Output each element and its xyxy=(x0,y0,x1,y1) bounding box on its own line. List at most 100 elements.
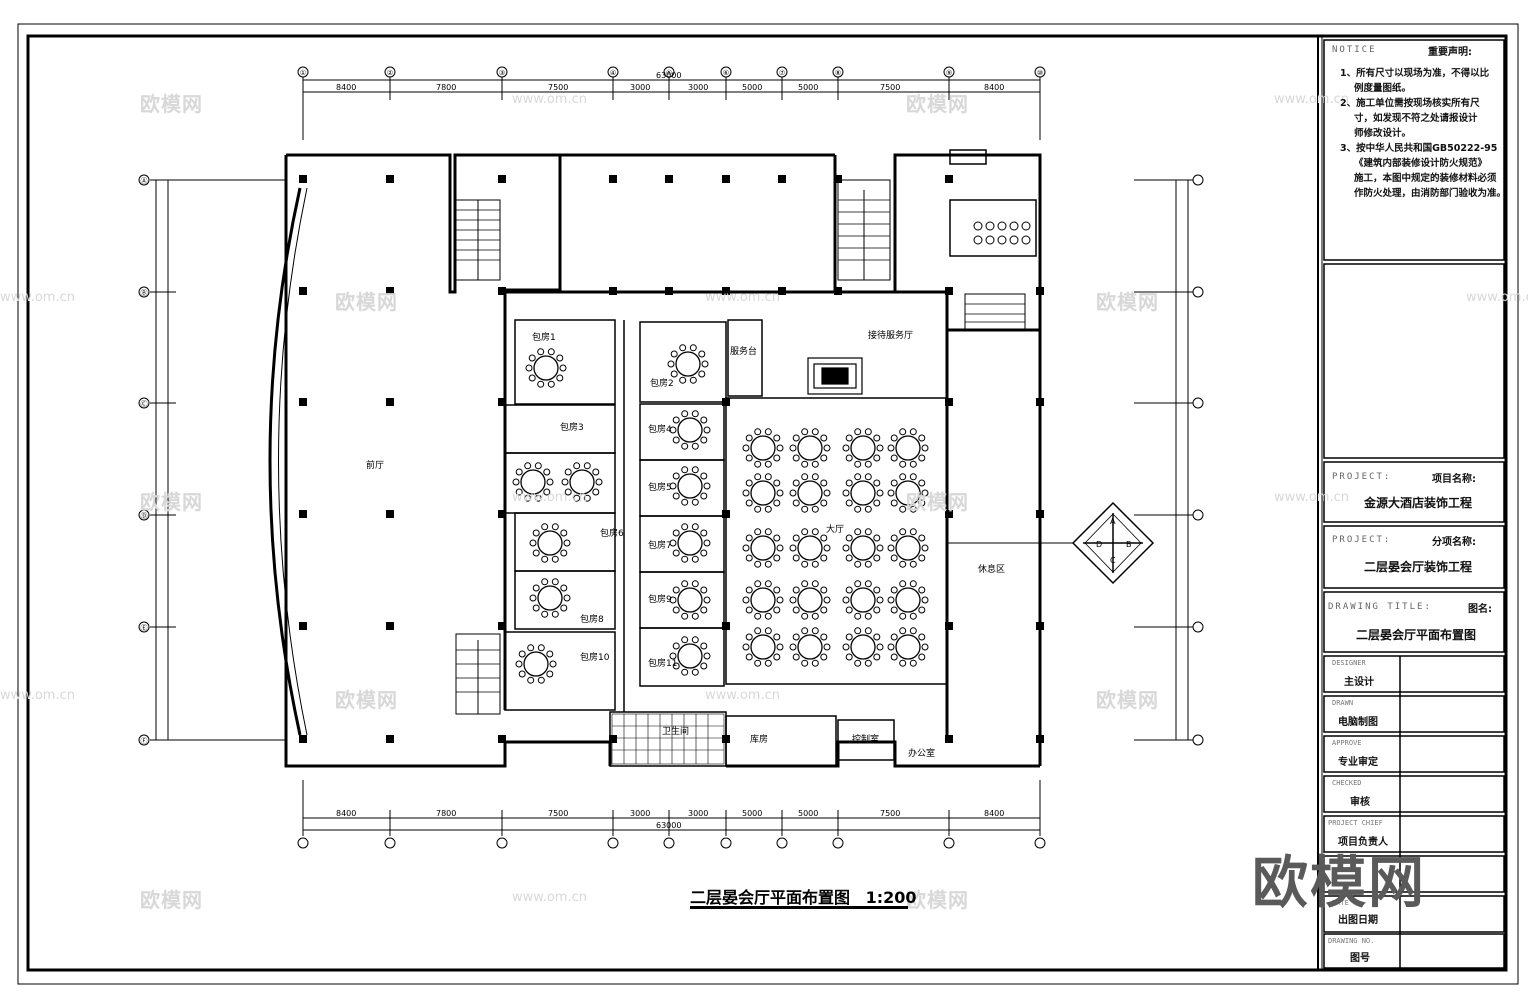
watermark-logo: 欧模网 xyxy=(140,92,203,116)
structural-columns xyxy=(299,175,1044,743)
grid-axis-bubbles xyxy=(138,66,1204,849)
room-labels: 前厅 大厅 休息区 接待服务厅 服务台 包房1 包房2 包房3 包房4 包房5 … xyxy=(366,329,1005,759)
svg-text:3000: 3000 xyxy=(688,809,708,818)
svg-text:7800: 7800 xyxy=(436,83,456,92)
svg-text:④: ④ xyxy=(610,69,616,77)
washroom-label: 卫生间 xyxy=(662,725,689,737)
svg-text:5000: 5000 xyxy=(798,809,818,818)
svg-text:3000: 3000 xyxy=(630,809,650,818)
private-room-3-label: 包房3 xyxy=(560,421,584,433)
svg-text:Ⓕ: Ⓕ xyxy=(141,737,148,745)
sign-row-cn: 出图日期 xyxy=(1338,915,1378,926)
sign-row-cn: 项目负责人 xyxy=(1338,837,1388,848)
sign-row-en: DRAWN xyxy=(1332,699,1354,707)
notice-header-en: NOTICE xyxy=(1332,45,1377,55)
private-room-6-label: 包房6 xyxy=(600,527,624,539)
caption-underline xyxy=(690,906,908,909)
round-table xyxy=(742,473,784,513)
svg-text:3000: 3000 xyxy=(630,83,650,92)
sign-row-en: DATE xyxy=(1332,899,1349,907)
svg-text:⑧: ⑧ xyxy=(835,69,841,77)
svg-text:B: B xyxy=(1126,540,1132,549)
subproject-label-cn: 分项名称: xyxy=(1432,537,1476,548)
front-hall-label: 前厅 xyxy=(366,459,384,471)
round-table xyxy=(512,462,554,502)
round-table xyxy=(789,580,831,620)
round-table xyxy=(887,627,929,667)
private-room-5-label: 包房5 xyxy=(648,481,672,493)
svg-text:7500: 7500 xyxy=(880,83,900,92)
compass-rose xyxy=(947,501,1155,585)
round-table xyxy=(789,428,831,468)
project-label-en: PROJECT: xyxy=(1332,472,1392,482)
right-dimension-lines xyxy=(1134,179,1196,741)
sign-row-en: APPROVE xyxy=(1332,739,1362,747)
svg-text:D: D xyxy=(1096,540,1102,549)
notice-line: 寸，如发现不符之处请报设计 xyxy=(1354,113,1478,124)
svg-text:⑩: ⑩ xyxy=(1037,69,1043,77)
private-room-partitions xyxy=(504,149,1037,767)
round-table xyxy=(789,627,831,667)
office-label: 办公室 xyxy=(908,747,935,759)
private-room-2-label: 包房2 xyxy=(650,377,674,389)
round-table xyxy=(842,580,884,620)
svg-text:⑥: ⑥ xyxy=(723,69,729,77)
private-room-8-label: 包房8 xyxy=(580,613,604,625)
watermark-logo: 欧模网 xyxy=(1096,688,1159,712)
svg-text:③: ③ xyxy=(499,69,505,77)
svg-text:⑤: ⑤ xyxy=(666,69,672,77)
storage-label: 库房 xyxy=(750,733,768,745)
notice-line: 1、所有尺寸以现场为准，不得以比 xyxy=(1340,68,1490,79)
notice-line: 《建筑内部装修设计防火规范》 xyxy=(1354,158,1488,169)
round-table xyxy=(667,344,709,384)
round-table xyxy=(525,348,567,388)
svg-text:Ⓔ: Ⓔ xyxy=(141,624,148,632)
svg-text:Ⓒ: Ⓒ xyxy=(141,400,148,408)
private-room-7-label: 包房7 xyxy=(648,539,672,551)
bottom-dimension-lines xyxy=(302,780,1041,836)
round-table xyxy=(529,578,571,618)
sign-row-cn: 审核 xyxy=(1350,797,1370,808)
watermark-site: www.om.cn xyxy=(0,688,75,703)
notice-line: 例度量图纸。 xyxy=(1354,83,1412,94)
reception-label: 接待服务厅 xyxy=(868,329,913,341)
svg-text:7800: 7800 xyxy=(436,809,456,818)
svg-text:Ⓐ: Ⓐ xyxy=(141,177,148,185)
watermark-site: www.om.cn xyxy=(512,890,587,905)
private-room-1-label: 包房1 xyxy=(532,331,556,343)
sign-row-cn: 电脑制图 xyxy=(1338,717,1378,728)
private-room-4-label: 包房4 xyxy=(648,423,672,435)
svg-text:8400: 8400 xyxy=(336,809,356,818)
round-table xyxy=(529,523,571,563)
svg-text:②: ② xyxy=(387,69,393,77)
washroom-stalls xyxy=(973,221,1031,245)
axis-labels: ① ② ③ ④ ⑤ ⑥ ⑦ ⑧ ⑨ ⑩ Ⓐ Ⓑ Ⓒ Ⓓ Ⓔ Ⓕ xyxy=(141,69,1044,745)
subproject-value: 二层晏会厅装饰工程 xyxy=(1364,560,1473,574)
round-table xyxy=(842,528,884,568)
left-dimension-lines xyxy=(150,179,286,741)
subproject-label-en: PROJECT: xyxy=(1332,535,1392,545)
sheet-outer-border xyxy=(17,23,1519,985)
svg-text:⑨: ⑨ xyxy=(946,69,952,77)
watermark-logo: 欧模网 xyxy=(335,290,398,314)
watermark-site: www.om.cn xyxy=(512,490,587,505)
watermark-site: www.om.cn xyxy=(512,92,587,107)
svg-text:3000: 3000 xyxy=(688,83,708,92)
svg-text:63000: 63000 xyxy=(656,821,681,830)
round-table xyxy=(669,466,711,506)
private-room-9-label: 包房9 xyxy=(648,593,672,605)
watermark-site: www.om.cn xyxy=(0,290,75,305)
notice-line: 作防火处理，由消防部门验收为准。 xyxy=(1354,188,1507,199)
round-table xyxy=(742,428,784,468)
round-table xyxy=(669,636,711,676)
svg-text:Ⓓ: Ⓓ xyxy=(141,512,148,520)
round-table xyxy=(887,580,929,620)
watermark-site: www.om.cn xyxy=(705,688,780,703)
watermark-big-logo: 欧模网 xyxy=(1252,851,1426,916)
private-room-11-label: 包房11 xyxy=(648,657,677,669)
round-table xyxy=(669,580,711,620)
sign-row-en: CHECKED xyxy=(1332,779,1362,787)
drawing-title-label-cn: 图名: xyxy=(1468,604,1492,615)
